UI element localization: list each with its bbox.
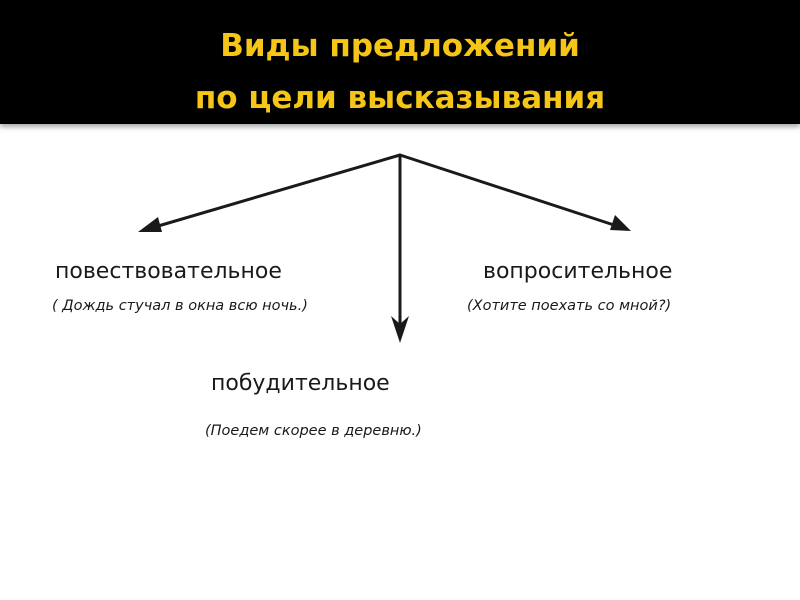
arrow-left-icon [138, 153, 402, 232]
interrogative-label: вопросительное [483, 259, 673, 284]
imperative-example: (Поедем скорее в деревню.) [205, 423, 422, 439]
slide-title-line-1: Виды предложений [220, 28, 580, 64]
slide-title-line-2: по цели высказывания [194, 80, 606, 116]
declarative-example: ( Дождь стучал в окна всю ночь.) [52, 298, 308, 314]
arrow-down-icon [391, 153, 409, 343]
arrow-right-icon [398, 153, 631, 231]
interrogative-example: (Хотите поехать со мной?) [467, 298, 672, 314]
title-banner: Виды предложений по цели высказывания [0, 0, 800, 124]
declarative-label: повествовательное [55, 259, 282, 284]
imperative-label: побудительное [211, 371, 390, 396]
